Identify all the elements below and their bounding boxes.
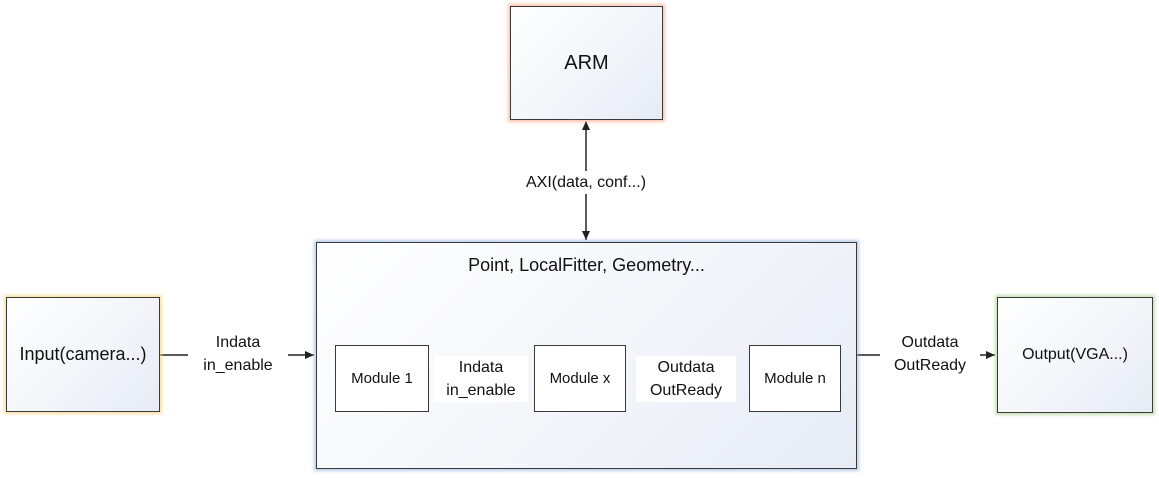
output-signal-line-1: Outdata [901,334,959,351]
input-signal-label: Indata in_enable [188,331,288,377]
output-label: Output(VGA...) [1022,346,1128,363]
modx-signal-label: Outdata OutReady [636,356,736,402]
output-block: Output(VGA...) [997,297,1153,413]
modx-signal-line-1: Outdata [657,359,715,376]
processing-block-title: Point, LocalFitter, Geometry... [468,255,705,275]
module-x-label: Module x [549,370,611,387]
input-signal-line-2: in_enable [203,357,273,374]
module-1-label: Module 1 [351,370,413,387]
mod1-signal-label: Indata in_enable [434,356,528,402]
module-x-block: Module x [534,345,626,412]
input-signal-line-1: Indata [215,334,261,351]
arm-label: ARM [564,51,609,74]
output-signal-label: Outdata OutReady [880,331,980,377]
input-block: Input(camera...) [6,297,160,412]
arm-block: ARM [510,6,663,120]
module-n-label: Module n [764,370,826,387]
module-1-block: Module 1 [335,345,429,412]
input-label: Input(camera...) [19,344,147,364]
mod1-signal-line-1: Indata [458,359,504,376]
modx-signal-line-2: OutReady [649,382,723,399]
output-signal-line-2: OutReady [893,357,967,374]
module-n-block: Module n [749,345,841,412]
mod1-signal-line-2: in_enable [446,382,516,399]
axi-bus-label: AXI(data, conf...) [498,171,674,194]
